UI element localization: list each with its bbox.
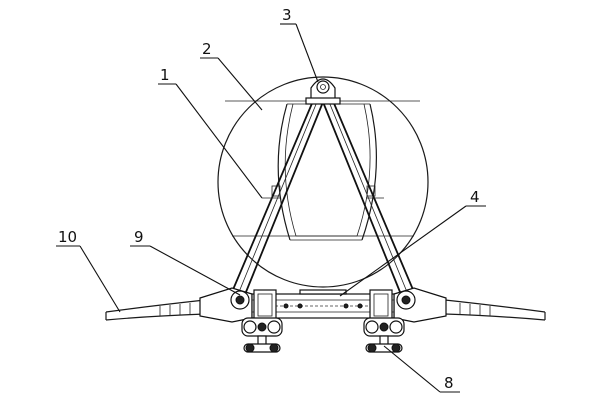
spreader-body bbox=[199, 287, 447, 323]
lifting-eye bbox=[305, 78, 341, 105]
a-frame-legs bbox=[231, 93, 415, 293]
inner-bracket bbox=[271, 103, 377, 241]
label-1: 1 bbox=[160, 66, 170, 84]
cable bbox=[105, 299, 546, 321]
label-8: 8 bbox=[444, 374, 454, 392]
leader-lines bbox=[56, 23, 486, 393]
label-2: 2 bbox=[202, 40, 212, 58]
label-4: 4 bbox=[470, 188, 480, 206]
label-10: 10 bbox=[58, 228, 77, 246]
roller-assembly-right bbox=[363, 317, 405, 353]
roller-assembly-left bbox=[241, 317, 283, 353]
label-9: 9 bbox=[134, 228, 144, 246]
label-3: 3 bbox=[282, 6, 292, 24]
